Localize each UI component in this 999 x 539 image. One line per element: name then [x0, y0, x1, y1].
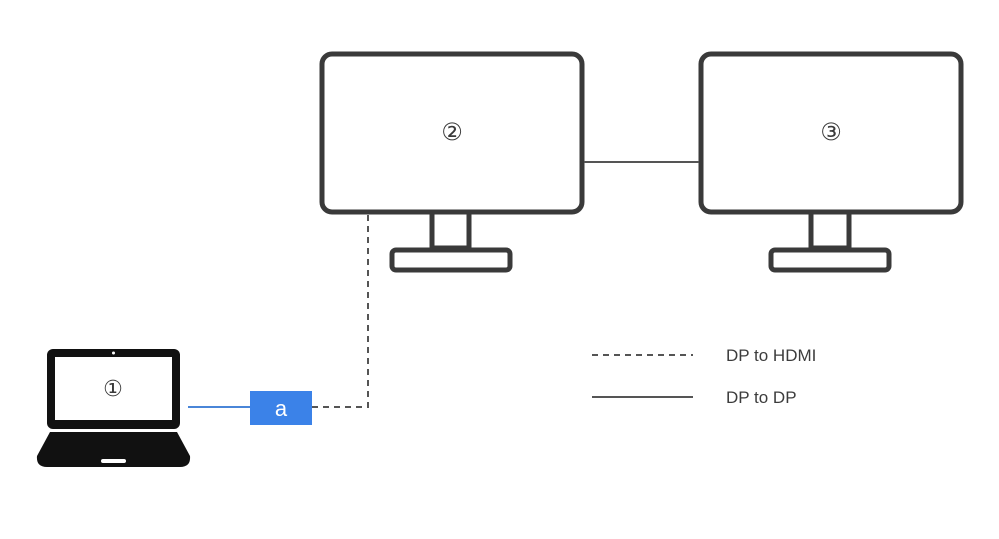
- monitor-3: ③: [698, 51, 964, 273]
- monitor-2-screen: [319, 51, 585, 215]
- laptop-trackpad: [101, 459, 126, 463]
- adapter-label: a: [275, 396, 288, 421]
- laptop: ①: [36, 349, 191, 467]
- legend-dashed-label: DP to HDMI: [726, 346, 816, 365]
- adapter-box: [250, 391, 312, 425]
- monitor-3-base: [768, 247, 892, 273]
- laptop-label: ①: [103, 377, 123, 402]
- laptop-base: [36, 432, 191, 467]
- monitor-3-screen: [698, 51, 964, 215]
- laptop-camera: [112, 351, 115, 355]
- legend: DP to HDMI DP to DP: [592, 346, 816, 407]
- monitor-2-base: [389, 247, 513, 273]
- monitor-2-neck: [429, 212, 472, 251]
- monitor-3-neck: [808, 212, 852, 251]
- dp-to-hdmi-cable: [312, 214, 369, 408]
- legend-solid-label: DP to DP: [726, 388, 797, 407]
- laptop-screen: [55, 357, 172, 420]
- monitor-2-label: ②: [441, 118, 463, 146]
- monitor-3-label: ③: [820, 118, 842, 146]
- adapter: a: [250, 391, 312, 425]
- monitor-2: ②: [319, 51, 585, 273]
